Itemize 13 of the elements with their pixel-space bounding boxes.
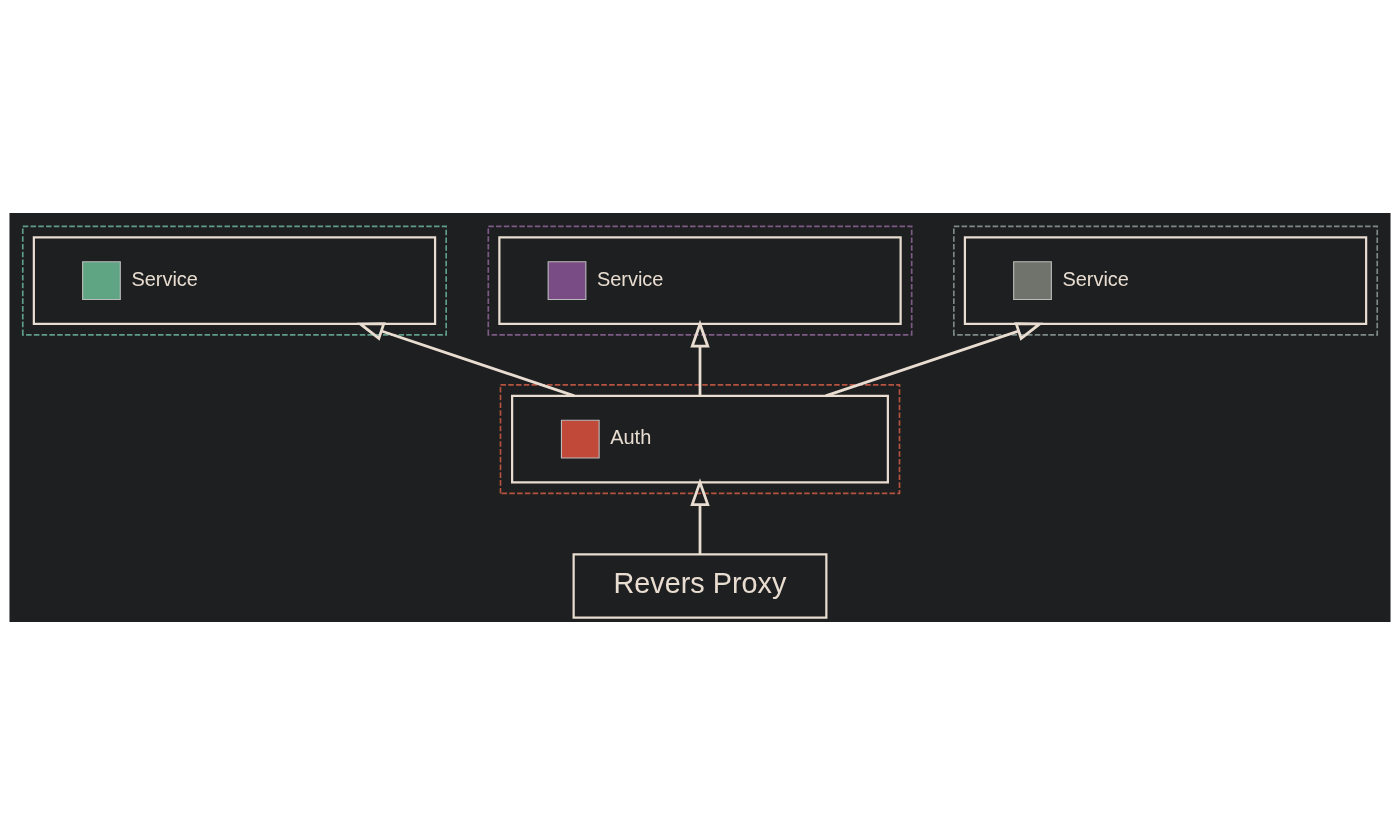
node-box: Auth [511, 394, 889, 483]
arrow [690, 477, 710, 554]
cluster [21, 224, 447, 336]
cluster [487, 224, 913, 336]
cluster [499, 383, 901, 494]
arrow [356, 321, 575, 397]
node-box: Service [32, 235, 437, 325]
node-box: Revers Proxy [572, 552, 828, 619]
node-box: Service [963, 235, 1368, 325]
cluster [953, 224, 1379, 336]
arrow [825, 321, 1044, 397]
node-box: Service [498, 235, 902, 325]
arrow [690, 319, 710, 396]
